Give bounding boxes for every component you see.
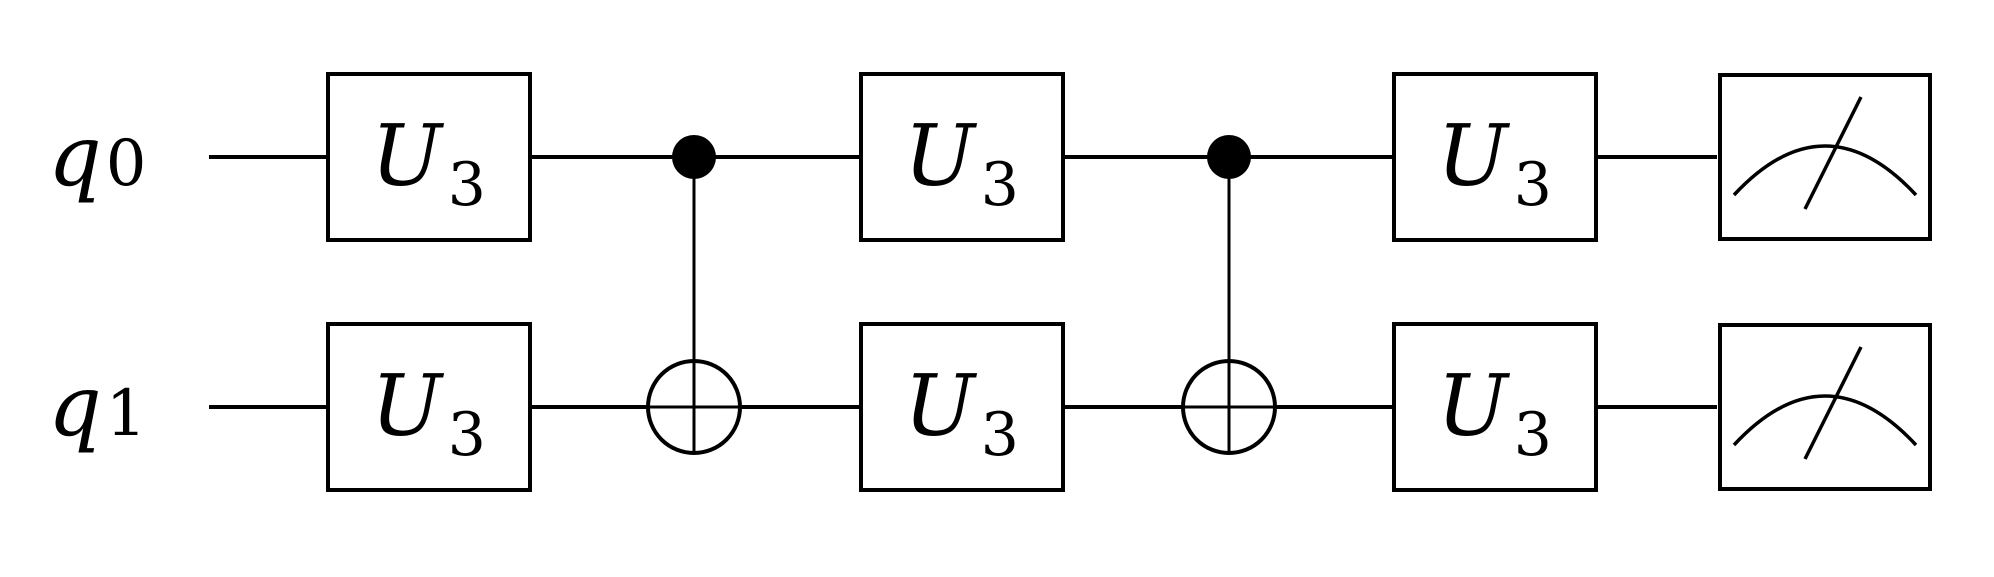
gate-box	[1392, 72, 1598, 242]
qubit-label-name: q	[48, 107, 102, 205]
gate-box	[1392, 322, 1598, 492]
gate-subscript: 3	[448, 150, 486, 220]
measurement-gate	[1718, 323, 1932, 491]
meter-needle	[1803, 96, 1863, 210]
gate-symbol: U	[1437, 357, 1511, 455]
gate-symbol: U	[904, 107, 978, 205]
qubit-label-1: q1	[48, 357, 147, 455]
gate-subscript: 3	[981, 400, 1019, 470]
meter-arc	[1732, 144, 1918, 197]
gate-box	[326, 72, 532, 242]
cnot-gate	[1181, 135, 1277, 455]
measurement-gate	[1718, 73, 1932, 241]
gate-box	[326, 322, 532, 492]
meter-box	[1718, 73, 1932, 241]
gate-symbol: U	[1437, 107, 1511, 205]
gate-subscript: 3	[1514, 150, 1552, 220]
qubit-label-index: 0	[106, 127, 147, 201]
gate-box	[859, 322, 1065, 492]
gate-symbol: U	[371, 107, 445, 205]
meter-box	[1718, 323, 1932, 491]
gate-subscript: 3	[448, 400, 486, 470]
gate-box	[859, 72, 1065, 242]
qubit-label-name: q	[48, 357, 102, 455]
gate-symbol: U	[371, 357, 445, 455]
qubit-label-index: 1	[106, 377, 147, 451]
gate-subscript: 3	[981, 150, 1019, 220]
meter-needle	[1803, 346, 1863, 460]
meter-arc	[1732, 394, 1918, 447]
cnot-gate	[646, 135, 742, 455]
gate-symbol: U	[904, 357, 978, 455]
qubit-label-0: q0	[48, 107, 147, 205]
control-dot	[672, 135, 716, 179]
gate-subscript: 3	[1514, 400, 1552, 470]
control-dot	[1207, 135, 1251, 179]
